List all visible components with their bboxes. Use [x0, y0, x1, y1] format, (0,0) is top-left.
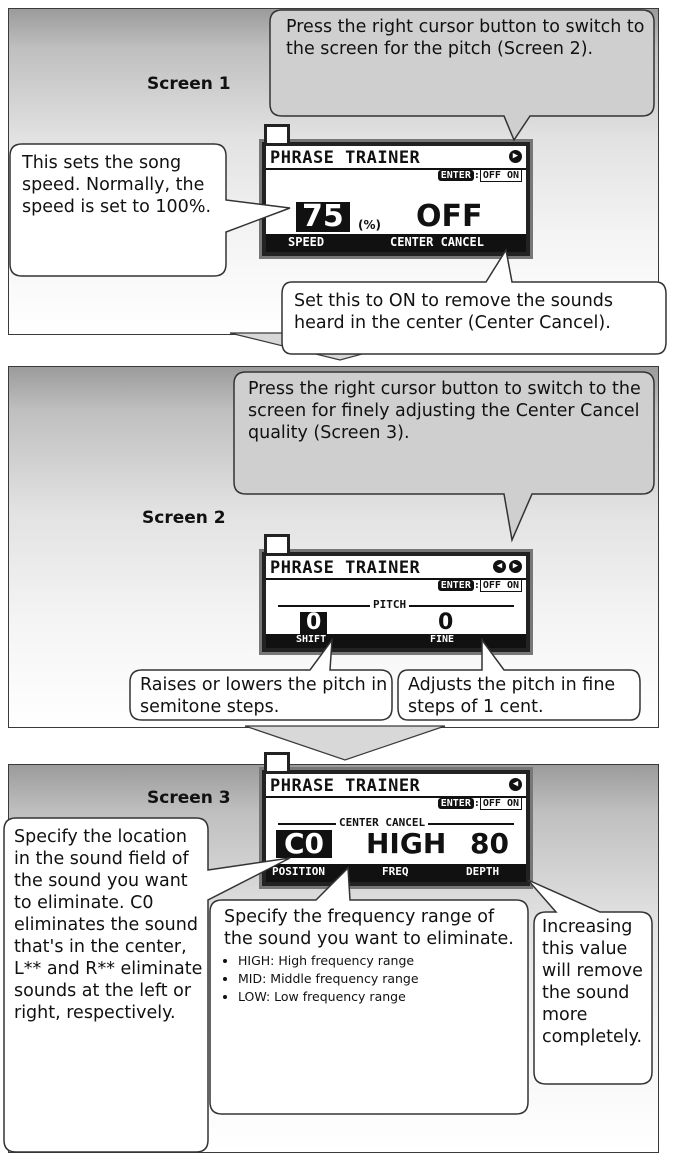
footer-center-cancel: CENTER CANCEL	[390, 235, 484, 249]
shift-value: 0	[300, 612, 328, 634]
list-item: MID: Middle frequency range	[238, 970, 522, 988]
screen2-label: Screen 2	[142, 508, 226, 528]
list-item: HIGH: High frequency range	[238, 952, 522, 970]
screen2-right-callout: Adjusts the pitch in fine steps of 1 cen…	[408, 675, 616, 717]
speed-value: 75	[296, 202, 350, 232]
enter-indicator: ENTER:OFF ON	[437, 169, 522, 182]
screen1-label: Screen 1	[147, 74, 231, 94]
footer-fine: FINE	[430, 634, 455, 645]
lcd-title: PHRASE TRAINER	[270, 776, 421, 796]
lcd-title: PHRASE TRAINER	[270, 558, 421, 578]
lcd-title-line	[266, 796, 526, 798]
screen1-bottom-callout: Set this to ON to remove the sounds hear…	[294, 291, 614, 333]
right-arrow-icon: ▶	[509, 150, 522, 163]
lcd-title: PHRASE TRAINER	[270, 148, 421, 168]
fine-value: 0	[438, 610, 454, 635]
screen1-top-callout: Press the right cursor button to switch …	[286, 17, 645, 59]
footer-freq: FREQ	[382, 865, 409, 878]
screen3-left-callout: Specify the location in the sound field …	[14, 827, 203, 1023]
speed-unit: (%)	[358, 218, 381, 232]
freq-value: HIGH	[366, 827, 447, 860]
lcd-tab	[264, 534, 290, 553]
screen3-label: Screen 3	[147, 788, 231, 808]
footer-shift: SHIFT	[296, 634, 327, 645]
lcd-title-line	[266, 578, 526, 580]
position-value: C0	[276, 830, 333, 858]
enter-indicator: ENTER:OFF ON	[437, 797, 522, 810]
lcd-footer: POSITION FREQ DEPTH	[266, 864, 526, 882]
enter-indicator: ENTER:OFF ON	[437, 579, 522, 592]
middle-callout-text: Specify the frequency range of the sound…	[224, 907, 514, 949]
footer-position: POSITION	[272, 865, 325, 878]
screen2-lcd: PHRASE TRAINER ◀ ▶ ENTER:OFF ON PITCH 0 …	[262, 534, 530, 652]
footer-speed: SPEED	[288, 235, 325, 249]
left-arrow-icon: ◀	[493, 560, 506, 573]
screen3-right-callout: Increasing this value will remove the so…	[542, 917, 643, 1047]
screen2-top-callout: Press the right cursor button to switch …	[248, 379, 641, 443]
left-arrow-icon: ◀	[509, 778, 522, 791]
footer-depth: DEPTH	[466, 865, 500, 878]
list-item: LOW: Low frequency range	[238, 988, 522, 1006]
lcd-tab	[264, 752, 290, 771]
screen3-lcd: PHRASE TRAINER ◀ ENTER:OFF ON CENTER CAN…	[262, 752, 530, 886]
screen2-left-callout: Raises or lowers the pitch in semitone s…	[140, 675, 388, 717]
depth-value: 80	[470, 827, 509, 860]
lcd-title-line	[266, 168, 526, 170]
section-title-center-cancel: CENTER CANCEL	[336, 816, 429, 829]
center-cancel-value: OFF	[416, 199, 483, 234]
section-title-pitch: PITCH	[370, 598, 410, 611]
lcd-tab	[264, 124, 290, 143]
screen1-left-callout: This sets the song speed. Normally, the …	[22, 153, 212, 217]
screen1-lcd: PHRASE TRAINER ▶ ENTER:OFF ON 75 (%) OFF…	[262, 124, 530, 256]
right-arrow-icon: ▶	[509, 560, 522, 573]
screen3-middle-callout: Specify the frequency range of the sound…	[224, 906, 522, 1006]
lcd-footer: SPEED CENTER CANCEL	[266, 234, 526, 252]
frequency-range-list: HIGH: High frequency range MID: Middle f…	[224, 952, 522, 1006]
